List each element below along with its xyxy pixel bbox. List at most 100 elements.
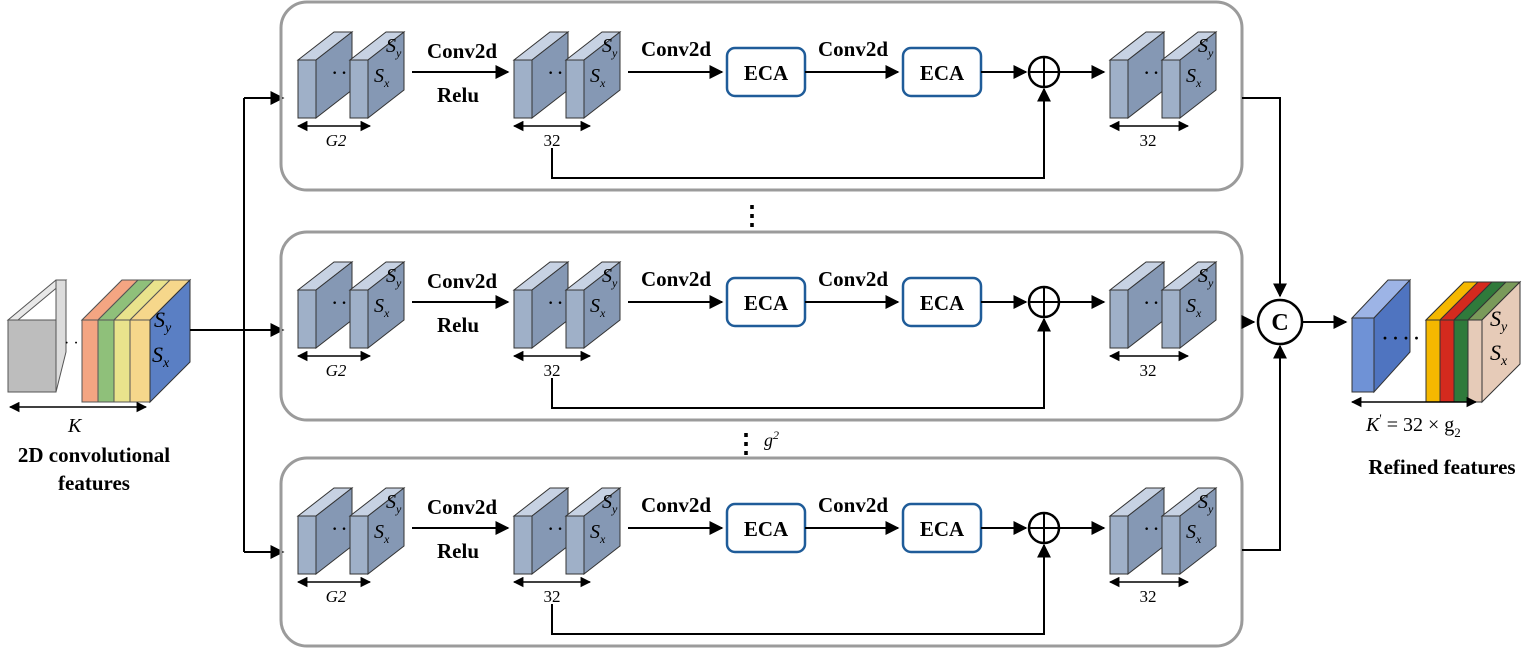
- c32-label: 32: [544, 587, 561, 606]
- mid-cubes-slab-1: [565, 515, 585, 575]
- conv-relu-label: Conv2d: [427, 495, 497, 519]
- relu-label: Relu: [437, 83, 479, 107]
- svg-text:Sx: Sx: [374, 65, 390, 90]
- c32-out-label: 32: [1140, 587, 1157, 606]
- svg-text:Sy: Sy: [602, 35, 618, 60]
- mid-cubes-slab-1: [565, 289, 585, 349]
- eca-label-1: ECA: [744, 61, 789, 85]
- output-k-equation: K' = 32 × g2: [1365, 411, 1461, 440]
- svg-text:Sy: Sy: [602, 491, 618, 516]
- g2-label: G2: [326, 131, 347, 150]
- svg-text:Sx: Sx: [590, 65, 606, 90]
- out-cubes-slab-0: [1109, 289, 1129, 349]
- conv-label-2: Conv2d: [818, 493, 888, 517]
- between-markers: ⋮ ⋮ g2: [733, 201, 779, 458]
- input-cubes-dots: · ·: [332, 295, 347, 312]
- out-cubes-dots: · ·: [1144, 521, 1159, 538]
- fan-out-arrows: [190, 91, 285, 559]
- input-dots: · ·: [64, 335, 79, 352]
- svg-text:Sx: Sx: [374, 295, 390, 320]
- input-cubes-slab-0: [297, 59, 317, 119]
- vdots-bottom: ⋮: [733, 429, 759, 458]
- g2-count-label: g2: [764, 428, 779, 450]
- svg-text:Sx: Sx: [374, 521, 390, 546]
- c32-out-label: 32: [1140, 131, 1157, 150]
- eca-label-2: ECA: [920, 61, 965, 85]
- c32-out-label: 32: [1140, 361, 1157, 380]
- mid-cubes-slab-1: [565, 59, 585, 119]
- g2-label: G2: [326, 587, 347, 606]
- conv-relu-label: Conv2d: [427, 39, 497, 63]
- relu-label: Relu: [437, 539, 479, 563]
- svg-text:Sx: Sx: [1490, 340, 1508, 369]
- vdots-top: ⋮: [739, 201, 765, 230]
- input-cubes-slab-1: [349, 289, 369, 349]
- svg-text:Sy: Sy: [386, 35, 402, 60]
- svg-text:Sx: Sx: [590, 521, 606, 546]
- conv-label-1: Conv2d: [641, 37, 711, 61]
- input-cubes-slab-1: [349, 515, 369, 575]
- output-dots: · · · ·: [1382, 328, 1420, 348]
- conv-label-2: Conv2d: [818, 37, 888, 61]
- input-cubes-dots: · ·: [332, 521, 347, 538]
- residual-connection: [551, 543, 1051, 635]
- conv-label-2: Conv2d: [818, 267, 888, 291]
- out-cubes-slab-0: [1109, 59, 1129, 119]
- input-cubes-slab-1: [349, 59, 369, 119]
- input-cubes-slab-0: [297, 515, 317, 575]
- conv-label-1: Conv2d: [641, 267, 711, 291]
- mid-cubes-slab-0: [513, 59, 533, 119]
- svg-text:Sy: Sy: [386, 491, 402, 516]
- output-feature-stack: · · · · Sy Sx K' = 32 × g2 Refined featu…: [1350, 278, 1522, 479]
- fan-in-arrows: C: [1241, 97, 1348, 551]
- svg-text:Sx: Sx: [590, 295, 606, 320]
- svg-text:Sy: Sy: [1198, 491, 1214, 516]
- block-frame: [279, 0, 1244, 192]
- residual-connection: [551, 317, 1051, 409]
- mid-cubes-dots: · ·: [548, 65, 563, 82]
- residual-connection: [551, 87, 1051, 179]
- input-cubes-slab-0: [297, 289, 317, 349]
- mid-cubes-dots: · ·: [548, 295, 563, 312]
- eca-label-2: ECA: [920, 517, 965, 541]
- svg-text:Sx: Sx: [152, 342, 170, 371]
- eca-label-1: ECA: [744, 517, 789, 541]
- concat-symbol: C: [1271, 310, 1288, 336]
- out-cubes-slab-0: [1109, 515, 1129, 575]
- conv-label-1: Conv2d: [641, 493, 711, 517]
- svg-text:Sy: Sy: [1490, 306, 1508, 335]
- out-cubes-slab-1: [1161, 289, 1181, 349]
- input-title-line1: 2D convolutional: [18, 443, 170, 467]
- mid-cubes-slab-0: [513, 289, 533, 349]
- svg-text:Sy: Sy: [602, 265, 618, 290]
- eca-label-1: ECA: [744, 291, 789, 315]
- output-first-slice: [1351, 317, 1375, 393]
- output-front-face: [1481, 280, 1521, 404]
- svg-text:Sx: Sx: [1186, 65, 1202, 90]
- out-cubes-slab-1: [1161, 515, 1181, 575]
- input-title-line2: features: [58, 471, 130, 495]
- conv-relu-label: Conv2d: [427, 269, 497, 293]
- mid-cubes-dots: · ·: [548, 521, 563, 538]
- input-feature-stack: · · Sy Sx K 2D convolutional features: [6, 278, 192, 495]
- svg-text:Sx: Sx: [1186, 521, 1202, 546]
- input-gray-slice: [7, 319, 57, 393]
- svg-text:Sy: Sy: [1198, 265, 1214, 290]
- eca-label-2: ECA: [920, 291, 965, 315]
- input-k-label: K: [67, 415, 83, 437]
- out-cubes-slab-1: [1161, 59, 1181, 119]
- block-frame: [279, 456, 1244, 648]
- input-front-face: [149, 278, 191, 404]
- output-title: Refined features: [1368, 455, 1515, 479]
- g2-label: G2: [326, 361, 347, 380]
- svg-text:Sy: Sy: [386, 265, 402, 290]
- c32-label: 32: [544, 131, 561, 150]
- c32-label: 32: [544, 361, 561, 380]
- input-cubes-dots: · ·: [332, 65, 347, 82]
- relu-label: Relu: [437, 313, 479, 337]
- svg-text:Sx: Sx: [1186, 295, 1202, 320]
